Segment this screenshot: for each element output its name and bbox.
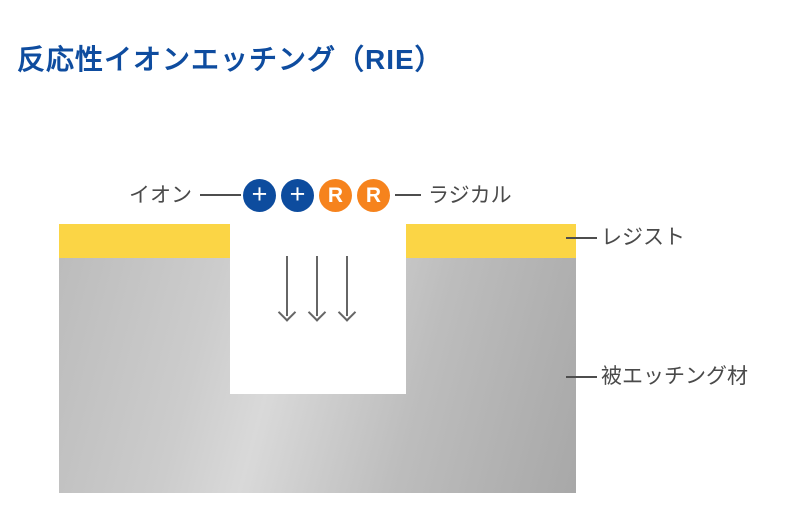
substrate-callout-line xyxy=(566,376,597,378)
page-title: 反応性イオンエッチング（RIE） xyxy=(17,43,444,75)
resist-layer-right xyxy=(406,224,576,258)
ion-particle: + xyxy=(281,179,314,212)
resist-layer-left xyxy=(59,224,230,258)
resist-layer-label: レジスト xyxy=(601,226,685,249)
radical-connector-line xyxy=(395,194,421,196)
radical-label: ラジカル xyxy=(428,184,512,207)
down-arrow-icon xyxy=(286,256,288,316)
etch-arrows xyxy=(230,256,406,326)
ion-particle: + xyxy=(243,179,276,212)
radical-particle: R xyxy=(319,179,352,212)
down-arrow-icon xyxy=(346,256,348,316)
ion-connector-line xyxy=(200,194,241,196)
radical-particle: R xyxy=(357,179,390,212)
resist-callout-line xyxy=(566,237,597,239)
ion-label: イオン xyxy=(129,184,192,207)
down-arrow-icon xyxy=(316,256,318,316)
substrate-layer-label: 被エッチング材 xyxy=(601,365,748,388)
